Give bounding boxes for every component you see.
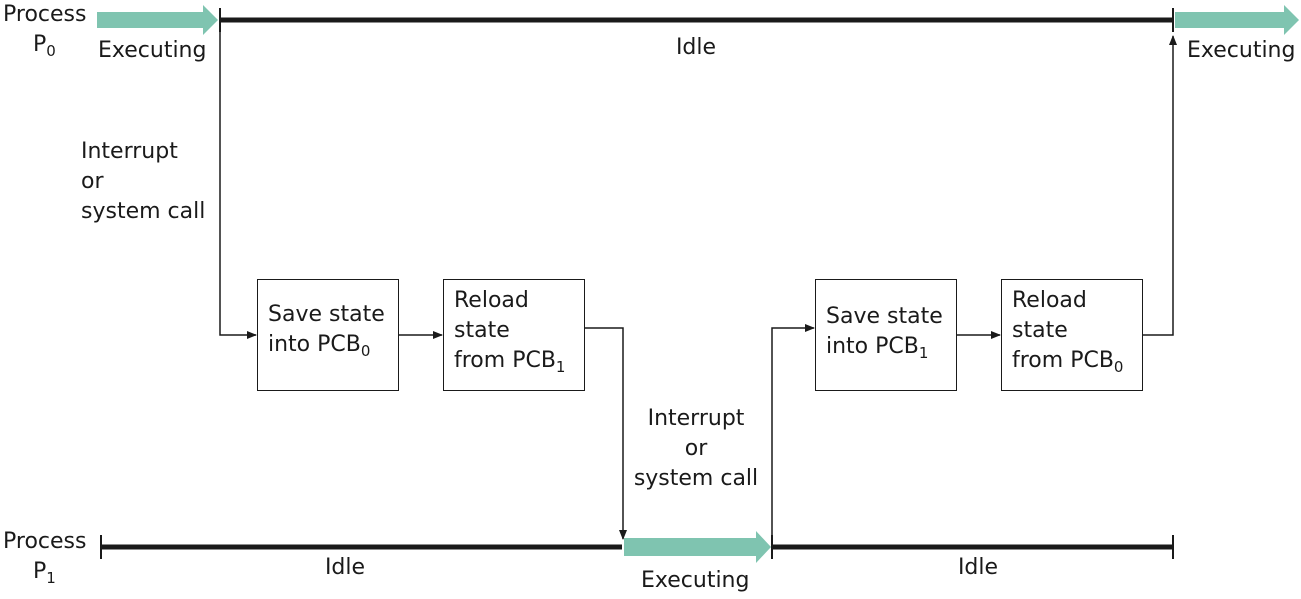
interrupt-mid-line3: system call	[633, 466, 759, 491]
reload0-line3: from PCB	[1012, 348, 1114, 373]
flow-reload0-to-p0	[1142, 35, 1177, 336]
reload0-subscript: 0	[1113, 358, 1124, 376]
reload0-line2: state	[1012, 318, 1068, 343]
p1-executing-label: Executing	[641, 568, 750, 593]
p1-idle-label-right: Idle	[957, 555, 999, 580]
p0-executing-arrow-start	[97, 5, 218, 35]
p1-idle-label-left: Idle	[324, 555, 366, 580]
p0-executing-label-start: Executing	[98, 38, 207, 63]
save-state-pcb1-box: Save state into PCB1	[815, 279, 957, 391]
p0-idle-label: Idle	[675, 35, 717, 60]
save0-subscript: 0	[360, 342, 371, 360]
process-p0-name: P	[33, 32, 47, 57]
interrupt-mid-line1: Interrupt	[647, 406, 745, 431]
interrupt-label-top: Interrupt or system call	[81, 137, 205, 227]
interrupt-mid-line2: or	[684, 436, 708, 461]
save0-line1: Save state	[268, 302, 385, 327]
process-p1-subscript: 1	[46, 569, 56, 587]
save1-line2: into PCB	[826, 334, 919, 359]
reload1-line2: state	[454, 318, 510, 343]
reload-state-pcb0-box: Reload state from PCB0	[1001, 279, 1143, 391]
p1-executing-arrow	[624, 531, 771, 563]
process-p0-title: Process	[3, 2, 87, 27]
interrupt-top-line1: Interrupt	[81, 139, 178, 164]
reload1-subscript: 1	[555, 358, 566, 376]
save1-subscript: 1	[918, 344, 929, 362]
reload1-line1: Reload	[454, 288, 529, 313]
process-p1-title: Process	[3, 529, 87, 554]
p0-executing-arrow-end	[1175, 5, 1299, 35]
save0-line2: into PCB	[268, 332, 361, 357]
reload1-line3: from PCB	[454, 348, 556, 373]
process-p0-label: Process P0	[3, 0, 86, 60]
p0-executing-label-end: Executing	[1187, 38, 1296, 63]
interrupt-top-line2: or	[81, 169, 104, 194]
save-state-pcb0-box: Save state into PCB0	[257, 279, 399, 391]
flow-reload1-to-p1	[584, 327, 627, 540]
flow-p1-to-save1	[771, 324, 815, 547]
process-p1-name: P	[33, 559, 47, 584]
process-p1-label: Process P1	[3, 527, 86, 587]
interrupt-label-middle: Interrupt or system call	[616, 404, 776, 494]
reload-state-pcb1-box: Reload state from PCB1	[443, 279, 585, 391]
interrupt-top-line3: system call	[81, 199, 206, 224]
save1-line1: Save state	[826, 304, 943, 329]
process-p0-subscript: 0	[46, 42, 56, 60]
reload0-line1: Reload	[1012, 288, 1087, 313]
flow-p0-to-save0	[219, 20, 257, 339]
